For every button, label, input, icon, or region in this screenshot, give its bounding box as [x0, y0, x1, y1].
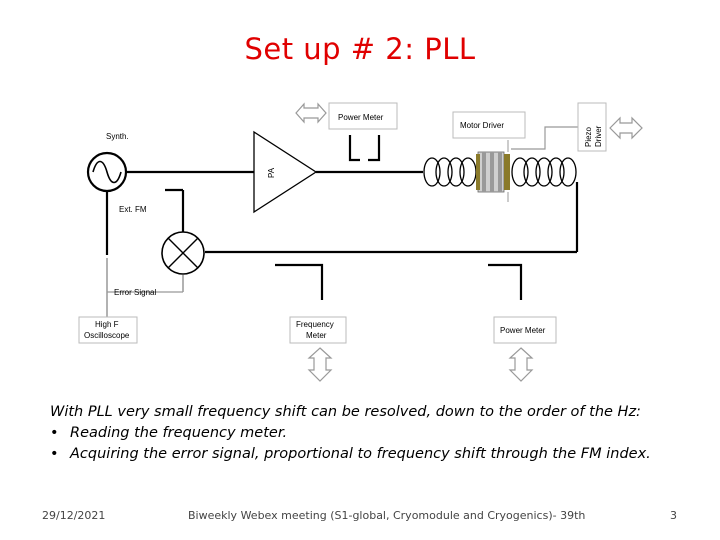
power-amplifier: PA: [253, 130, 318, 214]
sine-wave-icon: [92, 160, 122, 184]
footer-date: 29/12/2021: [42, 509, 106, 522]
oscilloscope: High F Oscilloscope: [78, 316, 138, 344]
synth-label: Synth.: [106, 132, 129, 141]
error-signal-label: Error Signal: [114, 288, 156, 297]
mixer: [161, 231, 205, 275]
ext-fm-label: Ext. FM: [119, 205, 147, 214]
motor-driver-label: Motor Driver: [460, 121, 504, 130]
motor-driver: Motor Driver: [452, 111, 526, 139]
cavity: [423, 157, 577, 187]
footer-meeting: Biweekly Webex meeting (S1-global, Cryom…: [188, 509, 586, 522]
piezo-driver-connector-icon: [609, 116, 643, 140]
bullet-text: Acquiring the error signal, proportional…: [70, 446, 651, 462]
oscilloscope-label-line1: High F: [95, 320, 119, 329]
bullet-glyph: •: [50, 446, 59, 462]
power-meter-bottom-connector-icon: [508, 347, 534, 382]
slide-body: With PLL very small frequency shift can …: [50, 402, 710, 465]
power-meter-bottom-label: Power Meter: [500, 326, 546, 335]
power-meter-top-connector-icon: [295, 102, 327, 124]
footer-page-number: 3: [670, 509, 677, 522]
bullet-item: • Reading the frequency meter.: [50, 423, 710, 444]
piezo-driver-label-line2: Driver: [594, 125, 603, 147]
pll-setup-diagram: Synth. Ext. FM PA Power Meter: [78, 102, 643, 382]
slide-title: Set up # 2: PLL: [244, 32, 476, 66]
power-meter-bottom: Power Meter: [493, 316, 557, 344]
frequency-meter-label-line1: Frequency: [296, 320, 334, 329]
frequency-meter: Frequency Meter: [289, 316, 347, 344]
intro-text: With PLL very small frequency shift can …: [50, 404, 641, 420]
bullet-glyph: •: [50, 425, 59, 441]
signal-wiring: [105, 135, 579, 300]
power-meter-top-label: Power Meter: [338, 113, 384, 122]
piezo-feed-line: [511, 126, 578, 150]
bullet-item: • Acquiring the error signal, proportiona…: [50, 444, 710, 465]
oscilloscope-label-line2: Oscilloscope: [84, 331, 130, 340]
frequency-meter-connector-icon: [307, 347, 333, 382]
bullet-text: Reading the frequency meter.: [70, 425, 288, 441]
tuner-assembly: [476, 140, 510, 202]
power-meter-top: Power Meter: [328, 102, 398, 130]
piezo-driver: Piezo Driver: [577, 102, 607, 152]
pa-label: PA: [267, 167, 276, 178]
piezo-driver-label-line1: Piezo: [584, 126, 593, 147]
frequency-meter-label-line2: Meter: [306, 331, 327, 340]
